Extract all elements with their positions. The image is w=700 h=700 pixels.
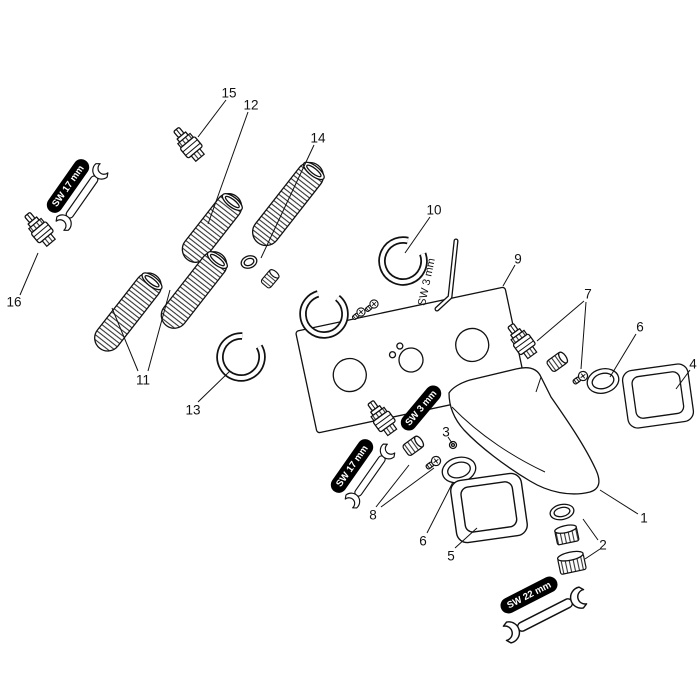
screw-7 xyxy=(570,369,590,388)
label-part-4: 4 xyxy=(689,357,697,372)
adapter-14 xyxy=(259,267,282,290)
label-part-11: 11 xyxy=(136,373,150,388)
handle-spout-1 xyxy=(448,367,600,495)
label-part-12: 12 xyxy=(243,98,258,113)
label-part-1: 1 xyxy=(640,511,648,526)
knurled-nut-2 xyxy=(554,524,580,546)
knurled-ring-2 xyxy=(556,550,587,575)
escutcheon-4 xyxy=(620,362,696,430)
adapter-8 xyxy=(401,433,426,458)
tool-label-sw17-mid: SW 17 mm xyxy=(330,439,374,493)
label-part-8: 8 xyxy=(369,508,377,523)
threaded-tube-upper-right xyxy=(251,161,325,247)
threaded-tube-12 xyxy=(181,192,243,263)
plate-screw-b xyxy=(363,297,381,315)
label-part-7: 7 xyxy=(584,287,592,302)
label-part-16: 16 xyxy=(6,295,21,310)
cartridge-15 xyxy=(168,122,208,165)
label-part-14: 14 xyxy=(310,131,326,146)
retaining-clip-13 xyxy=(212,328,269,385)
label-part-6-right: 6 xyxy=(636,320,644,335)
label-part-2: 2 xyxy=(599,538,607,553)
label-part-6-left: 6 xyxy=(419,534,427,549)
grub-screw-3 xyxy=(448,440,458,450)
escutcheon-5 xyxy=(448,471,530,545)
trim-ring-6-left xyxy=(441,456,477,484)
label-part-15: 15 xyxy=(221,86,236,101)
label-part-9: 9 xyxy=(514,252,522,267)
label-part-3: 3 xyxy=(442,425,450,440)
label-part-5: 5 xyxy=(447,549,455,564)
tool-label-sw3-vertical: SW 3 mm xyxy=(416,257,438,307)
washer-14 xyxy=(240,255,258,269)
label-part-10: 10 xyxy=(426,203,441,218)
leader-lines xyxy=(19,99,691,560)
label-part-13: 13 xyxy=(185,403,200,418)
threaded-tube-11b xyxy=(160,251,228,329)
allen-key-icon xyxy=(434,238,459,312)
cartridge-16 xyxy=(19,207,59,250)
seal-ring-2 xyxy=(549,503,575,521)
threaded-tube-11a xyxy=(94,272,163,352)
trim-ring-6-right xyxy=(586,368,620,394)
part-number-labels: 15 12 14 10 9 7 6 4 16 11 13 3 8 6 5 1 2 xyxy=(6,86,697,564)
adapter-7 xyxy=(545,349,570,374)
